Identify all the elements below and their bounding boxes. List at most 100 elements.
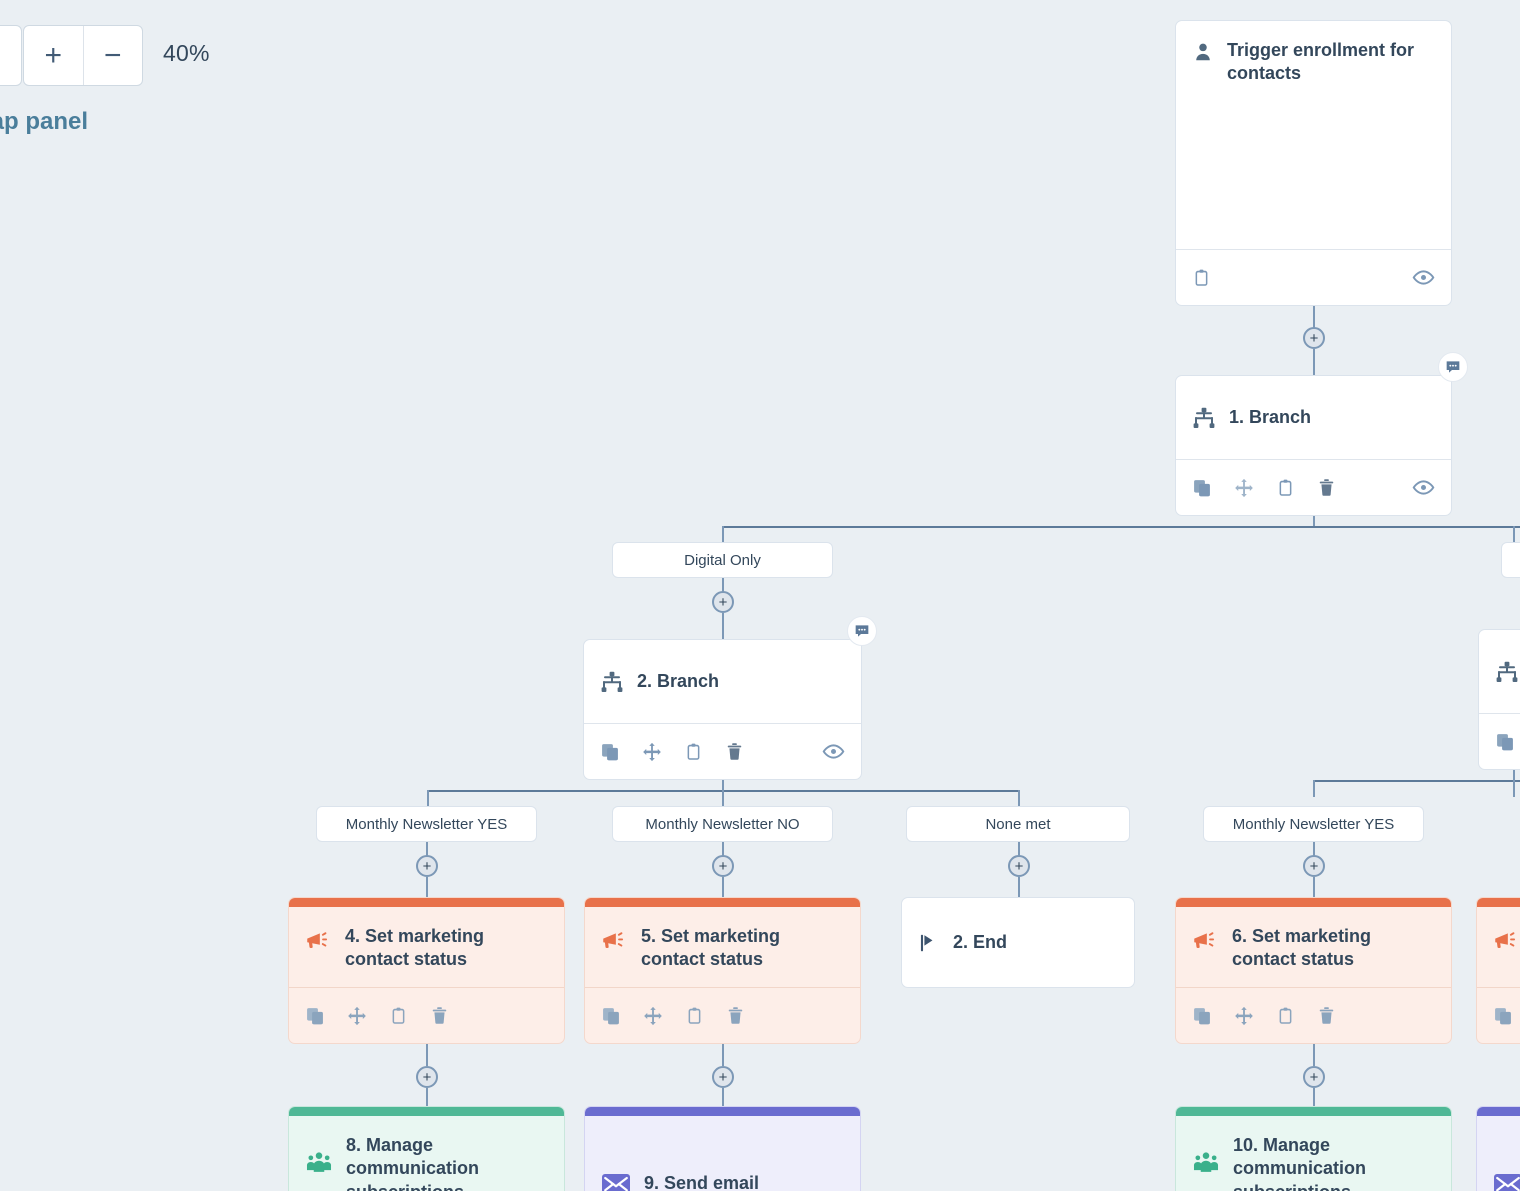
branch-label-cutoff-right[interactable] [1501, 542, 1520, 578]
connector-branch3-leg-2 [1513, 780, 1515, 797]
toolbar-button-cutoff[interactable] [0, 25, 22, 86]
card-trigger-enrollment[interactable]: Trigger enrollment for contacts [1175, 20, 1452, 306]
trash-icon[interactable] [726, 1006, 745, 1025]
card-step-9-send-email[interactable]: 9. Send email [584, 1106, 861, 1191]
add-step-after-5[interactable]: + [712, 1066, 734, 1088]
card-end-2[interactable]: 2. End [901, 897, 1135, 988]
eye-icon[interactable] [822, 740, 845, 763]
move-icon[interactable] [643, 1006, 663, 1026]
trash-icon[interactable] [725, 742, 744, 761]
card-title: 2. Branch [637, 670, 720, 691]
connector-plus-to-step5 [722, 877, 724, 897]
branch-icon [600, 670, 624, 694]
add-step-yes-a[interactable]: + [416, 855, 438, 877]
copy-icon[interactable] [305, 1006, 325, 1026]
clipboard-icon[interactable] [389, 1006, 408, 1025]
copy-icon[interactable] [1493, 1006, 1513, 1026]
card-step-4-set-marketing-contact-status[interactable]: 4. Set marketing contact status [288, 897, 565, 1044]
comment-badge-branch-2[interactable] [847, 616, 877, 646]
copy-icon[interactable] [1192, 1006, 1212, 1026]
branch-label-newsletter-yes-b[interactable]: Monthly Newsletter YES [1203, 806, 1424, 842]
card-accent-bar [1176, 1107, 1451, 1116]
card-branch-1[interactable]: 1. Branch [1175, 375, 1452, 516]
clipboard-icon[interactable] [685, 1006, 704, 1025]
card-accent-bar [585, 898, 860, 907]
card-step-8-manage-communication-subscriptions[interactable]: 8. Manage communication subscriptions [288, 1106, 565, 1191]
minimap-panel-link[interactable]: nimap panel [0, 108, 89, 135]
people-icon [1192, 1148, 1220, 1176]
flag-icon [918, 932, 940, 954]
card-title: 2. End [953, 931, 1008, 952]
add-step-none-met[interactable]: + [1008, 855, 1030, 877]
zoom-in-button[interactable]: + [24, 26, 84, 85]
branch-label-newsletter-yes-a[interactable]: Monthly Newsletter YES [316, 806, 537, 842]
connector-branch2-leg-1 [427, 790, 429, 807]
clipboard-icon[interactable] [1276, 478, 1295, 497]
branch-icon [1495, 660, 1519, 684]
comment-badge-branch-1[interactable] [1438, 352, 1468, 382]
clipboard-icon[interactable] [1192, 268, 1211, 287]
copy-icon[interactable] [600, 742, 620, 762]
connector-yesB-to-plus [1313, 842, 1315, 856]
connector-branch3-horizontal [1313, 780, 1520, 782]
card-step-5-set-marketing-contact-status[interactable]: 5. Set marketing contact status [584, 897, 861, 1044]
card-accent-bar [1477, 1107, 1520, 1116]
trash-icon[interactable] [1317, 1006, 1336, 1025]
connector-step4-down [426, 1044, 428, 1066]
connector-branch1-leg-right [1513, 526, 1515, 543]
connector-plus-to-step6 [1313, 877, 1315, 897]
connector-branch3-down [1513, 770, 1515, 782]
copy-icon[interactable] [1495, 732, 1515, 752]
trash-icon[interactable] [430, 1006, 449, 1025]
card-title: 10. Manage communication subscriptions [1233, 1135, 1367, 1191]
add-step-after-4[interactable]: + [416, 1066, 438, 1088]
card-branch-2[interactable]: 2. Branch [583, 639, 862, 780]
eye-icon[interactable] [1412, 266, 1435, 289]
megaphone-icon [1493, 927, 1520, 954]
add-step-yes-b[interactable]: + [1303, 855, 1325, 877]
move-icon[interactable] [642, 742, 662, 762]
eye-icon[interactable] [1412, 476, 1435, 499]
copy-icon[interactable] [601, 1006, 621, 1026]
connector-branch3-leg-1 [1313, 780, 1315, 797]
connector-branch1-horizontal [722, 526, 1520, 528]
card-step-7-set-marketing-contact-status[interactable]: 7. Set marketing contact status [1476, 897, 1520, 1044]
card-accent-bar [585, 1107, 860, 1116]
move-icon[interactable] [347, 1006, 367, 1026]
card-title: 6. Set marketing contact status [1232, 926, 1372, 970]
add-step-after-6[interactable]: + [1303, 1066, 1325, 1088]
clipboard-icon[interactable] [1276, 1006, 1295, 1025]
zoom-out-button[interactable]: − [84, 26, 143, 85]
comment-icon [1446, 361, 1460, 373]
branch-label-digital-only[interactable]: Digital Only [612, 542, 833, 578]
add-step-no-a[interactable]: + [712, 855, 734, 877]
card-step-10-manage-communication-subscriptions[interactable]: 10. Manage communication subscriptions [1175, 1106, 1452, 1191]
move-icon[interactable] [1234, 1006, 1254, 1026]
branch-icon [1192, 406, 1216, 430]
branch-label-newsletter-no-a[interactable]: Monthly Newsletter NO [612, 806, 833, 842]
megaphone-icon [601, 927, 628, 954]
connector-branch2-down [722, 780, 724, 792]
copy-icon[interactable] [1192, 478, 1212, 498]
zoom-level-label: 40% [163, 40, 210, 66]
add-step-digitalonly[interactable]: + [712, 591, 734, 613]
connector-branch2-leg-2 [722, 790, 724, 807]
branch-label-none-met[interactable]: None met [906, 806, 1130, 842]
card-step-6-set-marketing-contact-status[interactable]: 6. Set marketing contact status [1175, 897, 1452, 1044]
connector-branch1-down [1313, 516, 1315, 528]
connector-plus-to-branch2 [722, 613, 724, 639]
trash-icon[interactable] [1317, 478, 1336, 497]
add-step-trigger-branch1[interactable]: + [1303, 327, 1325, 349]
connector-branch1-leg-left [722, 526, 724, 543]
zoom-controls[interactable]: + − [23, 25, 143, 86]
card-accent-bar [289, 1107, 564, 1116]
connector-digitalonly-to-plus [722, 578, 724, 592]
connector-nonemet-to-plus [1018, 842, 1020, 856]
card-step-11-send-email[interactable]: 11. Send email [1476, 1106, 1520, 1191]
clipboard-icon[interactable] [684, 742, 703, 761]
move-icon[interactable] [1234, 478, 1254, 498]
card-accent-bar [1176, 898, 1451, 907]
megaphone-icon [305, 927, 332, 954]
card-branch-3[interactable]: 3. Branch [1478, 629, 1520, 770]
